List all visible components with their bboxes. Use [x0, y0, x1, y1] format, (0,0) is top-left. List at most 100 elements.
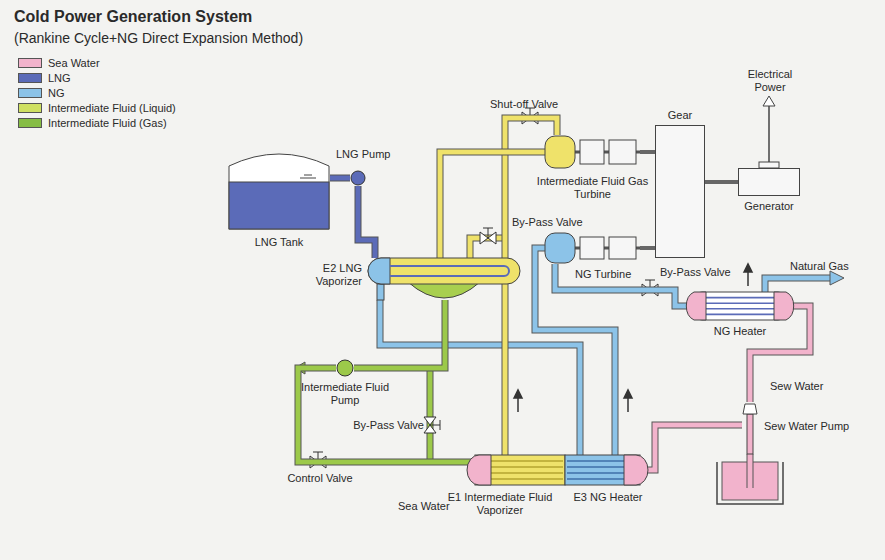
- shape-part: [368, 258, 520, 284]
- legend-text: Intermediate Fluid (Liquid): [48, 102, 176, 114]
- pipe-detail: [313, 452, 323, 453]
- shape-part: [567, 472, 624, 474]
- equipment-shape: [350, 170, 366, 186]
- equipment-label: LNG Pump: [336, 148, 412, 161]
- equipment: E2 LNG Vaporizer: [368, 258, 520, 300]
- equipment-shape: [228, 148, 330, 230]
- legend-row: Sea Water: [18, 55, 176, 70]
- callout-label: By-Pass Valve: [660, 266, 731, 279]
- pipe-detail: [768, 104, 770, 168]
- equipment-shape: [655, 125, 705, 258]
- pipe-detail: [470, 238, 505, 258]
- legend-text: Sea Water: [48, 57, 100, 69]
- shape-part: [624, 455, 648, 485]
- legend-row: LNG: [18, 70, 176, 85]
- shape-part: [580, 237, 604, 259]
- equipment-shape: [742, 402, 758, 454]
- shape-part: [567, 460, 624, 462]
- pipe-outline: [505, 118, 557, 455]
- pipe-fill: [705, 180, 738, 184]
- pipe-fill: [354, 300, 445, 368]
- equipment-shape: [475, 455, 565, 485]
- legend-text: LNG: [48, 72, 71, 84]
- legend-swatch: [18, 118, 42, 128]
- equipment-label: LNG Tank: [228, 236, 330, 249]
- pipe-detail: [748, 454, 753, 488]
- equipment: E1 Intermediate Fluid Vaporizer: [475, 455, 565, 485]
- pipe: [505, 118, 557, 455]
- pipe-outline: [354, 300, 445, 368]
- pipe-detail: [744, 264, 752, 272]
- pipe-outline: [640, 425, 742, 470]
- shape-part: [759, 162, 779, 168]
- equipment-label: E1 Intermediate Fluid Vaporizer: [445, 491, 555, 517]
- subtitle: (Rankine Cycle+NG Direct Expansion Metho…: [14, 30, 303, 47]
- callout-label: Control Valve: [280, 472, 360, 485]
- shape-part: [390, 266, 509, 276]
- pipe-fill: [330, 176, 350, 181]
- callout-label: Sea Water: [398, 500, 450, 513]
- pipe-detail: [470, 238, 505, 258]
- equipment-shape: [545, 135, 640, 169]
- equipment: LNG Pump: [350, 170, 366, 186]
- pipe-detail: [763, 96, 775, 106]
- shape-part: [491, 460, 563, 462]
- pipe-detail: [430, 425, 440, 426]
- shape-part: [743, 404, 757, 414]
- pipe-fill: [505, 118, 557, 455]
- shape-part: [774, 292, 794, 320]
- equipment-label: NG Heater: [690, 325, 790, 338]
- shape-part: [609, 140, 636, 164]
- drive-shaft: [705, 182, 738, 183]
- equipment-label: E3 NG Heater: [573, 491, 643, 504]
- pipe-fill: [380, 300, 580, 455]
- equipment: Intermediate Fluid Gas Turbine: [545, 135, 640, 169]
- equipment-label: E2 LNG Vaporizer: [284, 262, 362, 288]
- shape-part: [567, 478, 624, 480]
- equipment-shape: [336, 359, 354, 377]
- shape-part: [747, 414, 753, 454]
- shape-part: [609, 237, 636, 259]
- shape-part: [706, 297, 774, 299]
- equipment: NG Turbine: [545, 232, 640, 264]
- callout-label: Natural Gas: [790, 260, 849, 273]
- pipe: [358, 186, 375, 258]
- shape-part: [545, 233, 575, 263]
- shape-part: [229, 182, 329, 229]
- equipment-label: NG Turbine: [575, 268, 645, 281]
- pipe: [440, 152, 545, 258]
- pipe: [380, 300, 580, 455]
- equipment-label: Sew Water Pump: [764, 420, 864, 433]
- pipe-detail: [747, 454, 754, 488]
- pipe-outline: [358, 186, 375, 258]
- shape-part: [686, 292, 706, 320]
- shape-part: [545, 136, 575, 168]
- shape-part: [229, 154, 329, 229]
- legend-swatch: [18, 103, 42, 113]
- pipe-fill: [640, 150, 655, 154]
- pipe-detail: [624, 390, 632, 398]
- callout-label: Electrical Power: [735, 68, 805, 94]
- legend-row: Intermediate Fluid (Gas): [18, 115, 176, 130]
- equipment-shape: [690, 292, 790, 320]
- legend-swatch: [18, 58, 42, 68]
- legend: Sea WaterLNGNGIntermediate Fluid (Liquid…: [18, 55, 176, 130]
- equipment-shape: [368, 258, 520, 300]
- diagram-title: Cold Power Generation System: [14, 8, 252, 26]
- pipe-detail: [428, 368, 433, 462]
- equipment-label: Generator: [728, 200, 810, 213]
- pipe-detail: [645, 280, 655, 281]
- shape-part: [491, 478, 563, 480]
- pipe-outline: [380, 300, 580, 455]
- equipment: Gear: [655, 125, 705, 258]
- pipe-detail: [514, 390, 522, 398]
- pipe-detail: [765, 278, 832, 292]
- pipe-outline: [298, 368, 475, 462]
- pipe-outline: [440, 152, 545, 258]
- equipment-shape: [565, 455, 640, 485]
- shape-part: [567, 466, 624, 468]
- equipment: E3 NG Heater: [565, 455, 640, 485]
- pipe-detail: [440, 420, 441, 430]
- shape-part: [739, 169, 800, 196]
- shape-part: [656, 126, 705, 258]
